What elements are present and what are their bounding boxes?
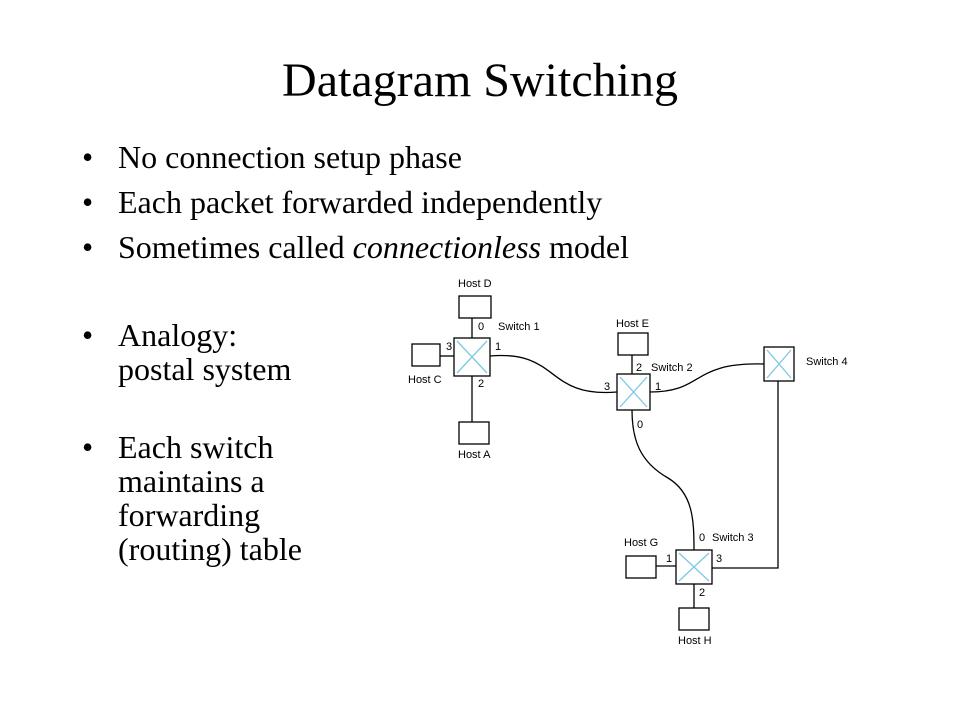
port-label: 1 <box>655 381 661 393</box>
switch-4-cross-icon <box>766 349 792 379</box>
host-e-box <box>617 332 649 356</box>
bullet-text-line: Analogy: <box>118 317 238 353</box>
bullet-text-line: forwarding <box>118 497 261 533</box>
host-d-label: Host D <box>458 278 492 290</box>
bullet-text-emphasis: connectionless <box>352 229 541 265</box>
host-d-box <box>458 295 492 319</box>
switch-2-cross-icon <box>619 376 648 408</box>
slide-title: Datagram Switching <box>282 54 678 107</box>
port-label: 3 <box>604 381 610 393</box>
switch-1-cross-icon <box>456 340 488 374</box>
port-label: 3 <box>446 341 452 353</box>
host-h-box <box>678 607 710 631</box>
network-links <box>440 318 779 608</box>
host-c-label: Host C <box>408 374 442 386</box>
host-g-label: Host G <box>624 537 658 549</box>
host-e-label: Host E <box>616 318 649 330</box>
host-g-box <box>625 555 657 579</box>
port-label: 2 <box>699 587 705 599</box>
bullet-text-line: maintains a <box>118 463 265 499</box>
switch-4-label: Switch 4 <box>806 356 848 368</box>
bullet-dot: • <box>82 229 94 265</box>
link-s2-s4 <box>649 363 765 393</box>
bullet-text-line: postal system <box>118 351 292 387</box>
switch-2 <box>616 373 651 411</box>
switch-1 <box>453 337 491 377</box>
port-label: 0 <box>637 419 643 431</box>
switch-3-label: Switch 3 <box>712 532 754 544</box>
link-s1-s2 <box>489 354 618 394</box>
port-label: 1 <box>666 553 672 565</box>
hosts <box>411 295 710 631</box>
switch-2-label: Switch 2 <box>651 362 693 374</box>
switch-4 <box>763 346 795 382</box>
bullet-text-prefix: Sometimes called <box>118 229 353 265</box>
bullet-text: Each packet forwarded independently <box>118 184 603 220</box>
link-s2-s3 <box>631 409 695 551</box>
switch-1-label: Switch 1 <box>498 321 540 333</box>
host-a-box <box>458 421 490 445</box>
port-label: 1 <box>495 341 501 353</box>
port-label: 2 <box>636 362 642 374</box>
host-c-box <box>411 343 441 367</box>
link-s3-s4 <box>712 381 779 569</box>
switch-3-cross-icon <box>678 552 710 582</box>
bullet-text-line: Each switch <box>118 429 274 465</box>
bullet-text-suffix: model <box>541 229 629 265</box>
host-h-label: Host H <box>678 635 712 647</box>
bullet-dot: • <box>82 317 94 353</box>
port-label: 3 <box>716 553 722 565</box>
bullet-dot: • <box>82 139 94 175</box>
bullet-text: No connection setup phase <box>118 139 462 175</box>
bullet-dot: • <box>82 429 94 465</box>
port-label: 0 <box>699 532 705 544</box>
host-a-label: Host A <box>458 449 491 461</box>
port-label: 0 <box>478 321 484 333</box>
port-label: 2 <box>478 378 484 390</box>
bullet-dot: • <box>82 184 94 220</box>
bullet-text: Sometimes called connectionless model <box>118 230 629 264</box>
bullet-text-line: (routing) table <box>118 531 302 567</box>
switch-3 <box>675 549 713 585</box>
